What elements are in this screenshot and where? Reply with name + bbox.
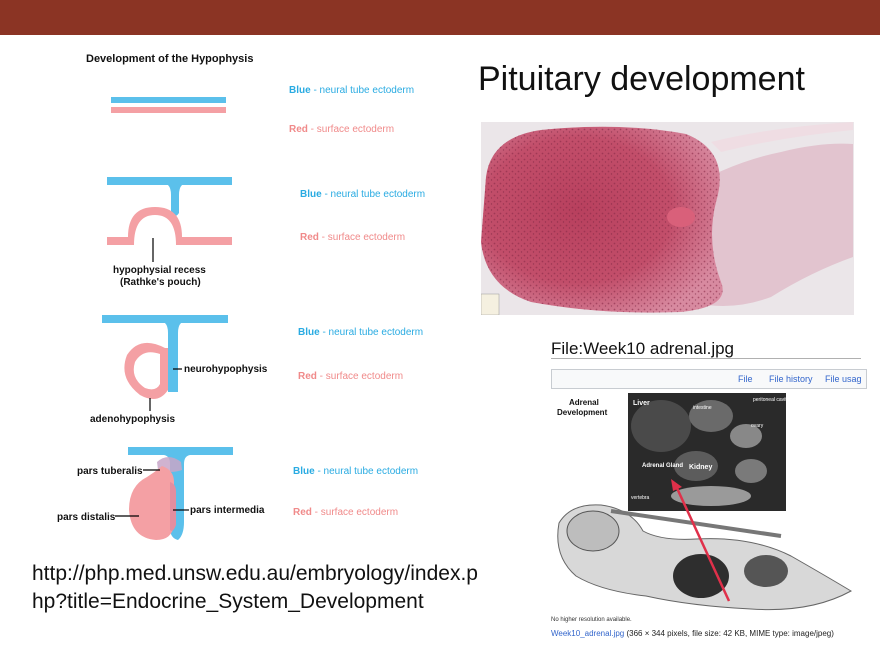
neural-layer [111, 97, 226, 103]
vessel [667, 207, 695, 227]
legend-red: Red - surface ectoderm [298, 371, 403, 382]
histology-image [481, 122, 854, 315]
surface-layer [111, 107, 226, 113]
legend-blue-name: Blue [289, 85, 311, 96]
header-bar [0, 0, 880, 35]
label-liver: Liver [633, 400, 650, 407]
wiki-file-page: File:Week10 adrenal.jpg File File histor… [531, 335, 867, 645]
file-info: Week10_adrenal.jpg (366 × 344 pixels, fi… [551, 629, 834, 638]
legend-red-name: Red [300, 232, 319, 243]
legend-blue-desc: - neural tube ectoderm [315, 466, 418, 477]
wiki-embryo-image: Adrenal Development Liver intestine peri… [551, 391, 861, 613]
label-kidney: Kidney [689, 464, 712, 471]
hypophysis-diagram: Development of the Hypophysis Blue - neu… [57, 53, 425, 540]
label-recess-2: (Rathke's pouch) [120, 277, 201, 288]
neural-layer-stalk [102, 315, 228, 392]
legend-blue: Blue - neural tube ectoderm [293, 466, 418, 477]
wiki-tab-bar: File File history File usag [551, 369, 867, 389]
slide-title: Pituitary development [478, 60, 805, 98]
label-neurohypophysis: neurohypophysis [184, 364, 268, 375]
tab-file-history[interactable]: File history [769, 374, 813, 384]
slide-label [481, 293, 500, 315]
label-intestine: intestine [693, 405, 712, 411]
legend-blue-name: Blue [298, 327, 320, 338]
legend-blue-desc: - neural tube ectoderm [320, 327, 423, 338]
legend-red: Red - surface ectoderm [293, 507, 398, 518]
anterior-lobe [129, 466, 174, 540]
pars-intermedia-shape [170, 482, 176, 531]
label-ovary: ovary [751, 423, 764, 429]
legend-red-name: Red [293, 507, 312, 518]
legend-blue-name: Blue [300, 189, 322, 200]
tab-file[interactable]: File [738, 374, 753, 384]
label-adenohypophysis: adenohypophysis [90, 414, 175, 425]
legend-red-desc: - surface ectoderm [312, 507, 398, 518]
label-pars-distalis: pars distalis [57, 512, 116, 523]
neural-layer-posterior [128, 447, 233, 540]
neural-layer-infundibulum [107, 177, 232, 216]
label-peritoneal: peritoneal cavity [753, 397, 790, 403]
image-title-1: Adrenal [569, 398, 599, 407]
rathke-pouch [124, 342, 168, 399]
legend-red-name: Red [298, 371, 317, 382]
diagram-title: Development of the Hypophysis [86, 53, 253, 65]
legend-red-desc: - surface ectoderm [308, 124, 394, 135]
legend-blue-desc: - neural tube ectoderm [311, 85, 414, 96]
legend-red-desc: - surface ectoderm [319, 232, 405, 243]
source-url[interactable]: http://php.med.unsw.edu.au/embryology/in… [32, 562, 478, 613]
no-higher-res-note: No higher resolution available. [551, 617, 632, 623]
wiki-heading: File:Week10 adrenal.jpg [551, 339, 735, 358]
file-meta: (366 × 344 pixels, file size: 42 KB, MIM… [624, 629, 834, 638]
label-vertebra: vertebra [631, 495, 650, 501]
legend-red: Red - surface ectoderm [289, 124, 394, 135]
legend-red-name: Red [289, 124, 308, 135]
legend-blue: Blue - neural tube ectoderm [289, 85, 414, 96]
adrenal-arrow [674, 485, 731, 602]
label-pars-intermedia: pars intermedia [190, 505, 265, 516]
file-link[interactable]: Week10_adrenal.jpg [551, 629, 625, 638]
label-adrenal: Adrenal Gland [642, 463, 683, 469]
legend-blue-desc: - neural tube ectoderm [322, 189, 425, 200]
label-pars-tuberalis: pars tuberalis [77, 466, 143, 477]
image-title-2: Development [557, 408, 608, 417]
legend-blue: Blue - neural tube ectoderm [300, 189, 425, 200]
legend-blue-name: Blue [293, 466, 315, 477]
legend-red-desc: - surface ectoderm [317, 371, 403, 382]
surface-layer-recess [107, 207, 232, 245]
posterior-lobe-tissue [681, 143, 853, 306]
legend-red: Red - surface ectoderm [300, 232, 405, 243]
legend-blue: Blue - neural tube ectoderm [298, 327, 423, 338]
divider [551, 358, 861, 359]
label-recess-1: hypophysial recess [113, 265, 206, 276]
tab-file-usage[interactable]: File usag [825, 374, 862, 384]
